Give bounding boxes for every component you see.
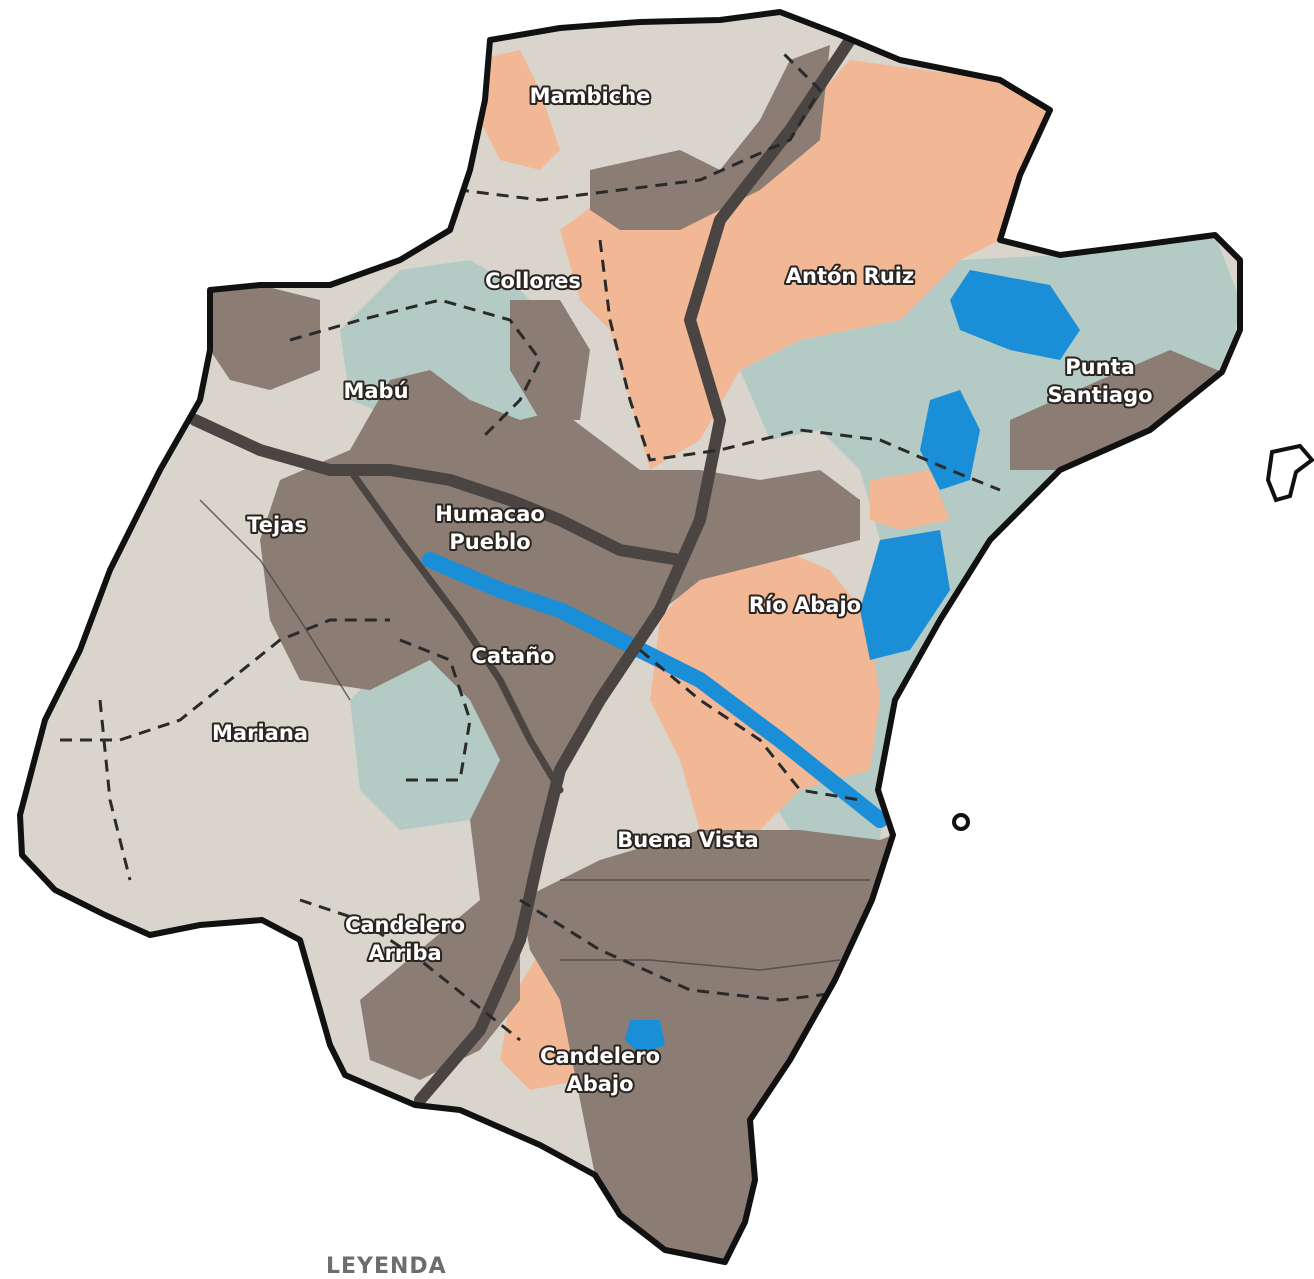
barrio-label-catano: Cataño [471,644,554,668]
barrio-label-tejas: Tejas [247,513,307,537]
barrio-label-mambiche: Mambiche [530,84,651,108]
barrio-label-line: Buena Vista [617,828,758,852]
barrio-label-line: Tejas [247,513,307,537]
barrio-label-line: Collores [485,269,581,293]
barrio-label-line: Pueblo [449,530,530,554]
barrio-label-line: Humacao [435,502,545,526]
barrio-label-line: Candelero [345,913,465,937]
barrio-boundary-7 [639,648,861,802]
pond-candelero [625,1020,665,1055]
municipality-outline [17,9,1243,1265]
highway-west-branch [346,466,564,794]
urban-area-northwest [210,285,320,390]
barrio-label-line: Candelero [540,1044,660,1068]
barrio-label-mariana: Mariana [212,721,308,745]
wetland-rio-abajo [860,530,950,660]
barrio-label-line: Mariana [212,721,308,745]
road-local-1 [199,499,351,701]
barrio-boundary-4 [60,618,390,742]
lagoon-santa-teresa [950,270,1080,360]
barrio-boundary-9 [299,898,521,1042]
urban-area-collores [510,300,590,420]
road-local-3 [560,959,841,971]
barrio-label-mabu: Mabú [343,379,408,403]
agricultural-area-north [560,60,1050,470]
water-channel [422,552,888,828]
barrio-label-line: Río Abajo [749,593,861,617]
barrio-label-collores: Collores [485,269,581,293]
barrio-label-line: Antón Ruiz [786,264,914,288]
highway-pr30 [189,414,686,566]
barrio-label-line: Punta [1065,355,1135,379]
agricultural-area-punta [870,470,950,530]
barrio-label-line: Abajo [566,1072,633,1096]
barrio-label-buena-vista: Buena Vista [617,828,758,852]
barrio-label-line: Arriba [368,941,441,965]
urban-area-north [590,45,830,230]
barrio-boundary-2 [289,298,542,442]
barrio-boundary-8 [519,898,861,1002]
barrio-label-anton-ruiz: Antón Ruiz [786,264,914,288]
legend-title: LEYENDA [326,1254,447,1279]
barrio-label-line: Mabú [343,379,408,403]
urban-area-south [520,830,893,1262]
cayo-santiago-islet [1265,443,1314,503]
barrio-boundary-3 [598,239,1001,492]
urban-area-punta-santiago [1010,350,1222,470]
agricultural-area-mambiche [475,50,560,170]
barrio-label-line: Cataño [471,644,554,668]
agricultural-area-rio-abajo [650,540,880,830]
barrio-label-line: Santiago [1047,383,1152,407]
barrio-label-rio-abajo: Río Abajo [749,593,861,617]
barrio-label-line: Mambiche [530,84,651,108]
highway-pr53 [414,34,856,1106]
small-islet [952,813,970,831]
barrio-boundary-5 [98,699,132,881]
